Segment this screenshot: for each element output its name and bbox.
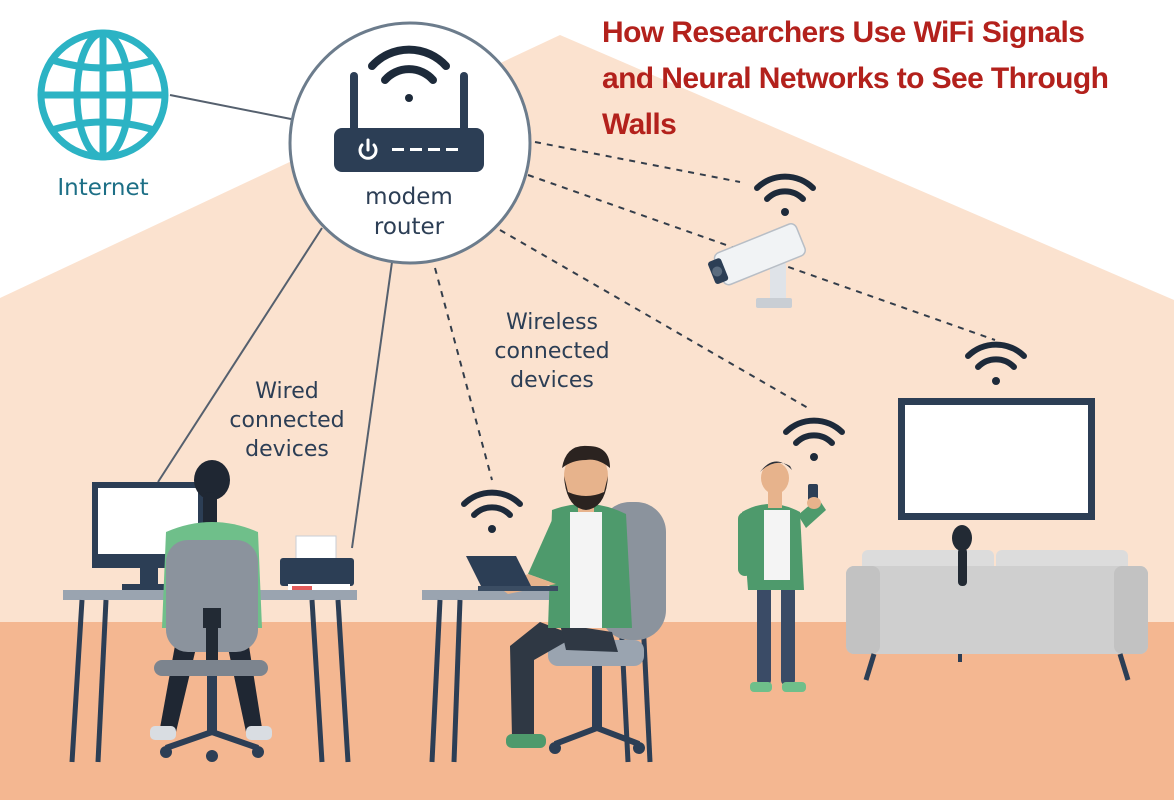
office-chair-left [154, 540, 268, 762]
router-label-line2: router [374, 214, 445, 240]
router-label-line1: modem [365, 184, 453, 210]
person-with-phone [738, 461, 826, 692]
wireless-label-line3: devices [510, 368, 594, 393]
printer-icon [280, 535, 354, 594]
headline-line1: How Researchers Use WiFi Signals [602, 16, 1085, 49]
wifi-icon [754, 173, 816, 216]
wired-line-printer [351, 261, 393, 549]
wifi-icon [965, 341, 1027, 385]
globe-icon [37, 29, 169, 161]
wired-label-line3: devices [245, 437, 329, 462]
wired-label-line1: Wired [255, 379, 318, 404]
power-icon [358, 138, 378, 160]
internet-connection-line [169, 94, 297, 121]
router-icon [334, 72, 484, 172]
wireless-label-line1: Wireless [506, 310, 598, 335]
wifi-icon [368, 45, 450, 102]
person-on-sofa [952, 525, 972, 586]
internet-label: Internet [57, 175, 148, 201]
headline-line2: and Neural Networks to See Through [602, 62, 1109, 95]
laptop-icon [466, 556, 558, 591]
wireless-label-line2: connected [494, 339, 609, 364]
security-camera-icon [708, 223, 806, 308]
wifi-icon [783, 417, 845, 461]
wired-line-desktop [157, 227, 323, 483]
headline-line3: Walls [602, 108, 677, 141]
page-headline: How Researchers Use WiFi Signals and Neu… [602, 10, 1168, 148]
wired-label-line2: connected [229, 408, 344, 433]
wifi-icon [461, 489, 523, 533]
wireless-line-laptop [434, 267, 493, 481]
wireless-line-tv [527, 174, 996, 341]
television-icon [898, 398, 1095, 520]
house-wall [0, 35, 1174, 625]
